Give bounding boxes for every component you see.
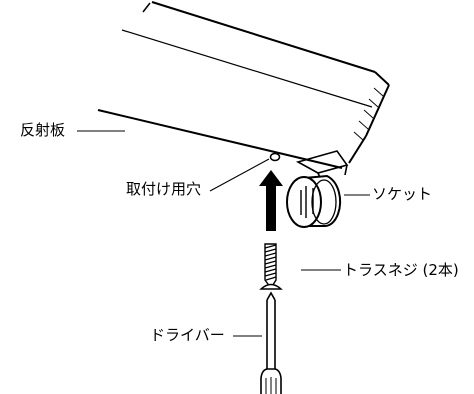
leader-lines — [77, 130, 370, 337]
label-truss-screw: トラスネジ (2本) — [343, 261, 459, 279]
label-socket: ソケット — [372, 185, 433, 203]
socket — [286, 174, 342, 228]
screwdriver — [260, 291, 282, 394]
label-reflector: 反射板 — [20, 121, 66, 139]
reflector-panel — [97, 1, 390, 169]
mounting-hole — [269, 152, 281, 162]
label-screwdriver: ドライバー — [150, 326, 225, 344]
truss-screw — [259, 243, 283, 290]
insert-arrow — [259, 170, 283, 231]
label-mounting-hole: 取付け用穴 — [126, 180, 202, 198]
